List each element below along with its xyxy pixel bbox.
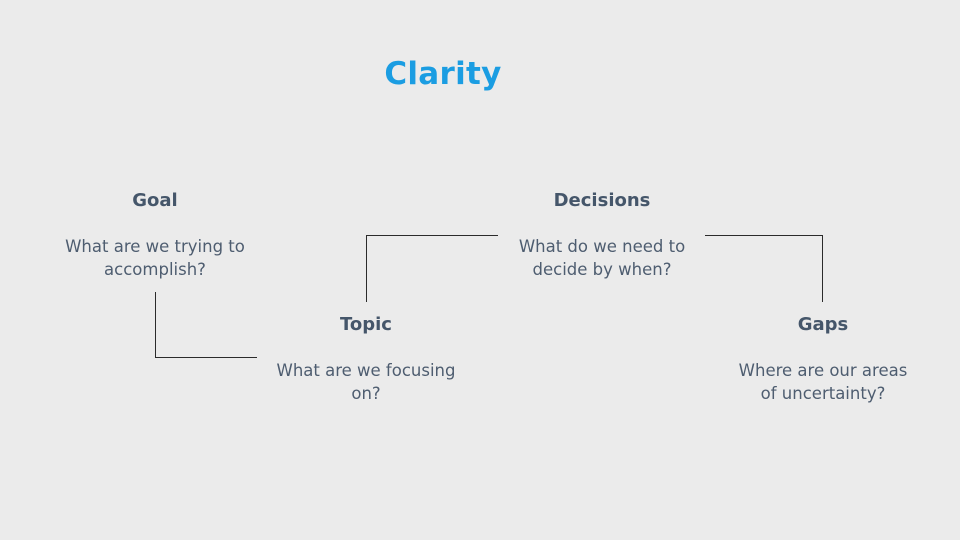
connector-decisions-topic	[366, 235, 498, 302]
connector-decisions-gaps	[705, 235, 823, 302]
node-gaps: Gaps Where are our areas of uncertainty?	[708, 314, 938, 414]
connector-goal-topic	[155, 292, 257, 358]
node-goal-description: What are we trying to accomplish?	[40, 235, 270, 281]
node-goal: Goal What are we trying to accomplish?	[40, 190, 270, 290]
node-goal-description-line: What are we trying to	[65, 237, 245, 256]
node-decisions-heading: Decisions	[553, 190, 651, 211]
node-topic: Topic What are we focusing on?	[251, 314, 481, 414]
node-gaps-heading: Gaps	[797, 314, 849, 335]
node-decisions-description-line: What do we need to	[518, 237, 686, 256]
node-decisions-description: What do we need to decide by when?	[487, 235, 717, 281]
node-topic-description: What are we focusing on?	[251, 359, 481, 405]
node-gaps-description-line: of uncertainty?	[760, 384, 886, 403]
node-topic-description-line: What are we focusing	[276, 361, 456, 380]
node-gaps-description-line: Where are our areas	[738, 361, 908, 380]
node-goal-heading: Goal	[132, 190, 178, 211]
node-topic-description-line: on?	[351, 384, 381, 403]
node-gaps-description: Where are our areas of uncertainty?	[708, 359, 938, 405]
node-decisions-description-line: decide by when?	[532, 260, 672, 279]
slide-title: Clarity	[384, 56, 502, 92]
node-goal-description-line: accomplish?	[104, 260, 206, 279]
node-decisions: Decisions What do we need to decide by w…	[487, 190, 717, 290]
node-topic-heading: Topic	[340, 314, 392, 335]
